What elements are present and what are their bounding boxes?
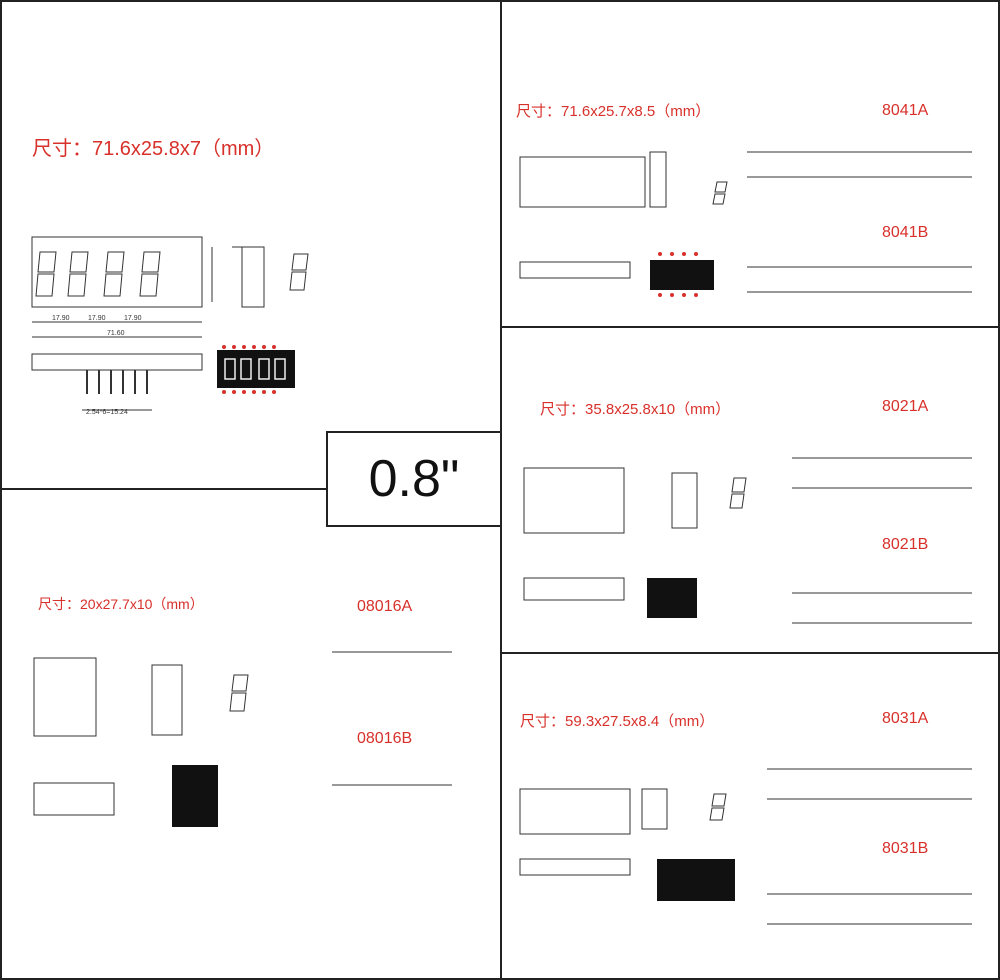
drawing-8041	[519, 151, 972, 297]
dimension-label: 尺寸：71.6x25.7x8.5（mm）	[516, 103, 711, 120]
model-label-b: 08016B	[357, 730, 413, 747]
size-callout: 0.8"	[326, 431, 502, 527]
model-label-b: 8031B	[882, 840, 929, 857]
dimension-label: 尺寸：35.8x25.8x10（mm）	[540, 401, 731, 418]
svg-text:17.90: 17.90	[52, 315, 70, 322]
display-photo	[647, 578, 697, 618]
display-photo	[172, 765, 218, 827]
svg-text:17.90: 17.90	[124, 315, 142, 322]
panel-8041: 尺寸：71.6x25.7x8.5（mm） 8041A 8041B	[500, 0, 1000, 330]
svg-text:71.60: 71.60	[107, 330, 125, 337]
panel-8041-photo: 尺寸：71.6x25.8x7（mm）	[0, 0, 502, 490]
drawing-4digit: 17.90 17.90 17.90 71.60 2.54*6=15.24	[31, 236, 309, 416]
model-label-b: 8021B	[882, 536, 929, 553]
dimension-label: 尺寸：71.6x25.8x7（mm）	[32, 138, 275, 160]
model-label-a: 08016A	[357, 598, 413, 615]
svg-text:2.54*6=15.24: 2.54*6=15.24	[86, 409, 128, 416]
model-label-a: 8021A	[882, 398, 929, 415]
panel-08016: 尺寸：20x27.7x10（mm） 08016A 08016B	[0, 488, 502, 980]
drawing-8021	[523, 457, 972, 624]
panel-8021: 尺寸：35.8x25.8x10（mm） 8021A 8021B	[500, 326, 1000, 656]
svg-text:17.90: 17.90	[88, 315, 106, 322]
dimension-label: 尺寸：20x27.7x10（mm）	[38, 596, 204, 612]
model-label-b: 8041B	[882, 224, 929, 241]
digit-outline	[35, 251, 161, 297]
display-photo	[657, 859, 735, 901]
dimension-label: 尺寸：59.3x27.5x8.4（mm）	[520, 713, 715, 730]
display-photo	[217, 350, 295, 388]
model-label-a: 8041A	[882, 102, 929, 119]
panel-8031: 尺寸：59.3x27.5x8.4（mm） 8031A 8031B	[500, 652, 1000, 980]
drawing-8031	[519, 768, 972, 925]
model-label-a: 8031A	[882, 710, 929, 727]
drawing-08016	[33, 651, 452, 827]
display-photo	[650, 260, 714, 290]
